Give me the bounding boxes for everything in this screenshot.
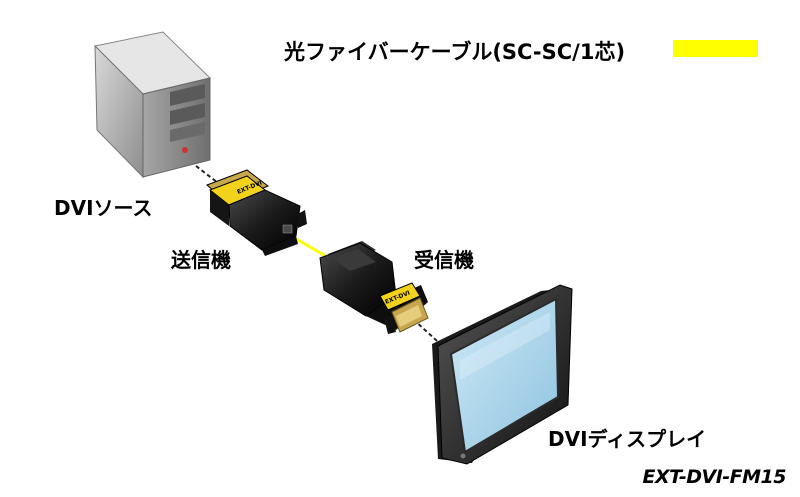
- dvi-source-label: DVIソース: [54, 196, 153, 220]
- transmitter-label: 送信機: [171, 248, 231, 272]
- dvi-display-label: DVIディスプレイ: [548, 427, 707, 451]
- model-number: EXT-DVI-FM15: [642, 466, 787, 488]
- dvi-cable-source: [195, 165, 223, 187]
- pc-tower-icon: [93, 31, 211, 179]
- transmitter-device-icon: EXT-DVI: [206, 169, 307, 256]
- fiber-legend-swatch: [673, 40, 758, 57]
- receiver-label: 受信機: [414, 248, 474, 272]
- receiver-device-icon: EXT-DVI: [319, 241, 429, 334]
- fiber-legend-label: 光ファイバーケーブル(SC-SC/1芯): [284, 40, 626, 64]
- display-monitor-icon: [432, 284, 573, 465]
